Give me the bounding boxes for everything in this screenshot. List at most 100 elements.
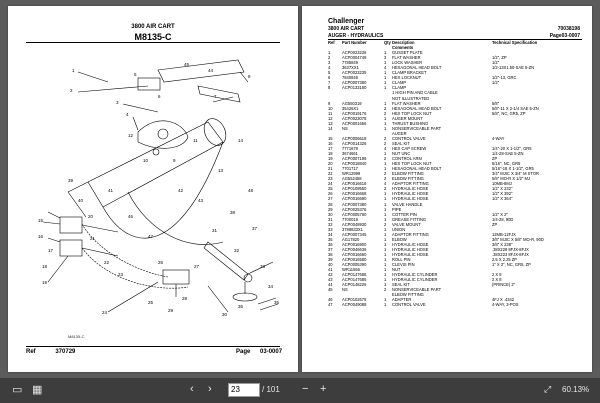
table-cell: 3 xyxy=(328,60,331,66)
next-page-icon[interactable]: › xyxy=(208,383,212,395)
table-cell: 7700019 xyxy=(342,216,358,222)
table-cell: 1 xyxy=(384,297,387,303)
table-cell: ACP0004748 xyxy=(342,55,367,61)
table-cell: .38X228 8FJX-8FJX xyxy=(492,246,529,252)
table-cell: FLAT WASHER xyxy=(392,55,421,61)
fullscreen-icon[interactable]: ⤢ xyxy=(544,384,552,394)
table-cell: AUGER MOUNT xyxy=(392,115,423,121)
table-cell: WR12999 xyxy=(342,171,361,177)
table-cell: HYDRAULIC HOSE xyxy=(392,186,429,192)
callout: 9 xyxy=(173,158,176,163)
table-cell: HYDRAULIC HOSE xyxy=(392,191,429,197)
table-cell: ACP0007380 xyxy=(342,80,367,86)
table-cell: 27 xyxy=(328,196,333,202)
table-cell: 1 xyxy=(384,50,387,56)
table-cell: 1 xyxy=(384,231,387,237)
table-cell: 5/8" xyxy=(492,100,500,106)
table-cell: 1 xyxy=(384,85,387,91)
table-cell: ACP0025376 xyxy=(342,206,367,212)
page-fit-icon[interactable]: ▭ xyxy=(12,384,23,396)
table-cell: 33 xyxy=(328,226,333,232)
table-cell: 2 X 8 xyxy=(492,272,502,278)
document-number: 70038198 xyxy=(557,26,580,32)
table-cell: 2 xyxy=(384,186,387,192)
zoom-in-icon[interactable]: + xyxy=(320,383,327,395)
table-cell: 1/4-28, 90D xyxy=(492,216,514,222)
table-cell: ACP0023235 xyxy=(342,70,367,76)
table-cell: ACP0147686 xyxy=(342,272,367,278)
table-cell: 28 xyxy=(328,201,333,207)
table-cell: PIPE xyxy=(392,206,402,212)
table-cell: 4 xyxy=(384,145,387,151)
table-cell: 5/8", NC, GR5, ZP xyxy=(492,110,526,116)
table-cell: THRUST BUSHING xyxy=(392,120,429,126)
callout: 8 xyxy=(248,74,251,79)
table-cell: ACP0016900 xyxy=(342,241,367,247)
table-cell: ZP xyxy=(492,156,498,162)
table-cell: 1 xyxy=(384,236,387,242)
table-cell: ACP0046636 xyxy=(342,246,367,252)
table-cell: 14 xyxy=(328,125,333,131)
table-cell: 2 xyxy=(384,110,387,116)
table-cell: ACP0006618 xyxy=(342,135,367,141)
table-row: AUGER xyxy=(328,131,582,136)
callout: 43 xyxy=(198,198,204,203)
callout: 27 xyxy=(194,264,200,269)
callout-labels: 1 2 3 4 5 6 7 8 9 10 11 12 13 14 15 16 1… xyxy=(38,62,280,317)
table-cell: 34 xyxy=(328,231,333,237)
footer-page: Page 03-0007 xyxy=(236,349,282,355)
callout: 42 xyxy=(178,188,184,193)
callout: 29 xyxy=(168,308,174,313)
table-cell: 2 xyxy=(384,135,387,141)
table-cell: 7701717 xyxy=(342,166,358,172)
table-cell: 4-WAY xyxy=(492,135,505,141)
table-cell: 5/8" MO-R X 1/2" MJ xyxy=(492,176,530,182)
callout: 33 xyxy=(260,264,266,269)
table-cell: ACP0005790 xyxy=(342,211,367,217)
table-cell: 1 HIGH PIN AND CABLE xyxy=(392,90,438,96)
zoom-out-icon[interactable]: − xyxy=(302,383,309,395)
table-cell: 1/2" X 232" xyxy=(492,186,513,192)
table-cell: HYDRAULIC HOSE xyxy=(392,246,429,252)
table-cell: 6 xyxy=(328,75,331,81)
callout: 44 xyxy=(208,68,214,73)
table-cell: 39 xyxy=(328,257,333,263)
table-cell: 1 xyxy=(384,211,387,217)
callout: 40 xyxy=(78,198,84,203)
callout: 34 xyxy=(268,284,274,289)
table-cell: VALVE MOUNT xyxy=(392,221,421,227)
table-cell: 9 xyxy=(328,100,331,106)
table-cell: 1" X 3", NC, GR5, ZP xyxy=(492,262,531,268)
table-cell: 12 xyxy=(328,115,333,121)
table-cell: AG552458 xyxy=(342,176,362,182)
previous-page-icon[interactable]: ‹ xyxy=(190,383,194,395)
thumbnails-icon[interactable]: ▦ xyxy=(32,384,43,396)
table-cell: ADAPTER xyxy=(392,297,412,303)
table-cell: ACP0049088 xyxy=(342,302,367,308)
table-cell: 1/2-13X1.50-SAE 5-ZN xyxy=(492,65,535,71)
table-cell: 1 xyxy=(384,125,387,131)
table-cell: NUT UNC xyxy=(392,151,411,157)
table-cell: 8 xyxy=(328,85,331,91)
table-cell: 3/4" MJIC X 3/4" M STOR xyxy=(492,171,539,177)
table-cell: VALVE HANDLE xyxy=(392,201,423,207)
total-pages: / 101 xyxy=(262,385,280,394)
page-number-input[interactable]: 23 xyxy=(228,383,260,397)
table-cell: 1 xyxy=(384,267,387,273)
callout: 1 xyxy=(72,68,75,73)
column-header: Qty xyxy=(384,40,391,45)
table-cell: ACP0048930 xyxy=(342,221,367,227)
table-cell: 1 xyxy=(384,70,387,76)
